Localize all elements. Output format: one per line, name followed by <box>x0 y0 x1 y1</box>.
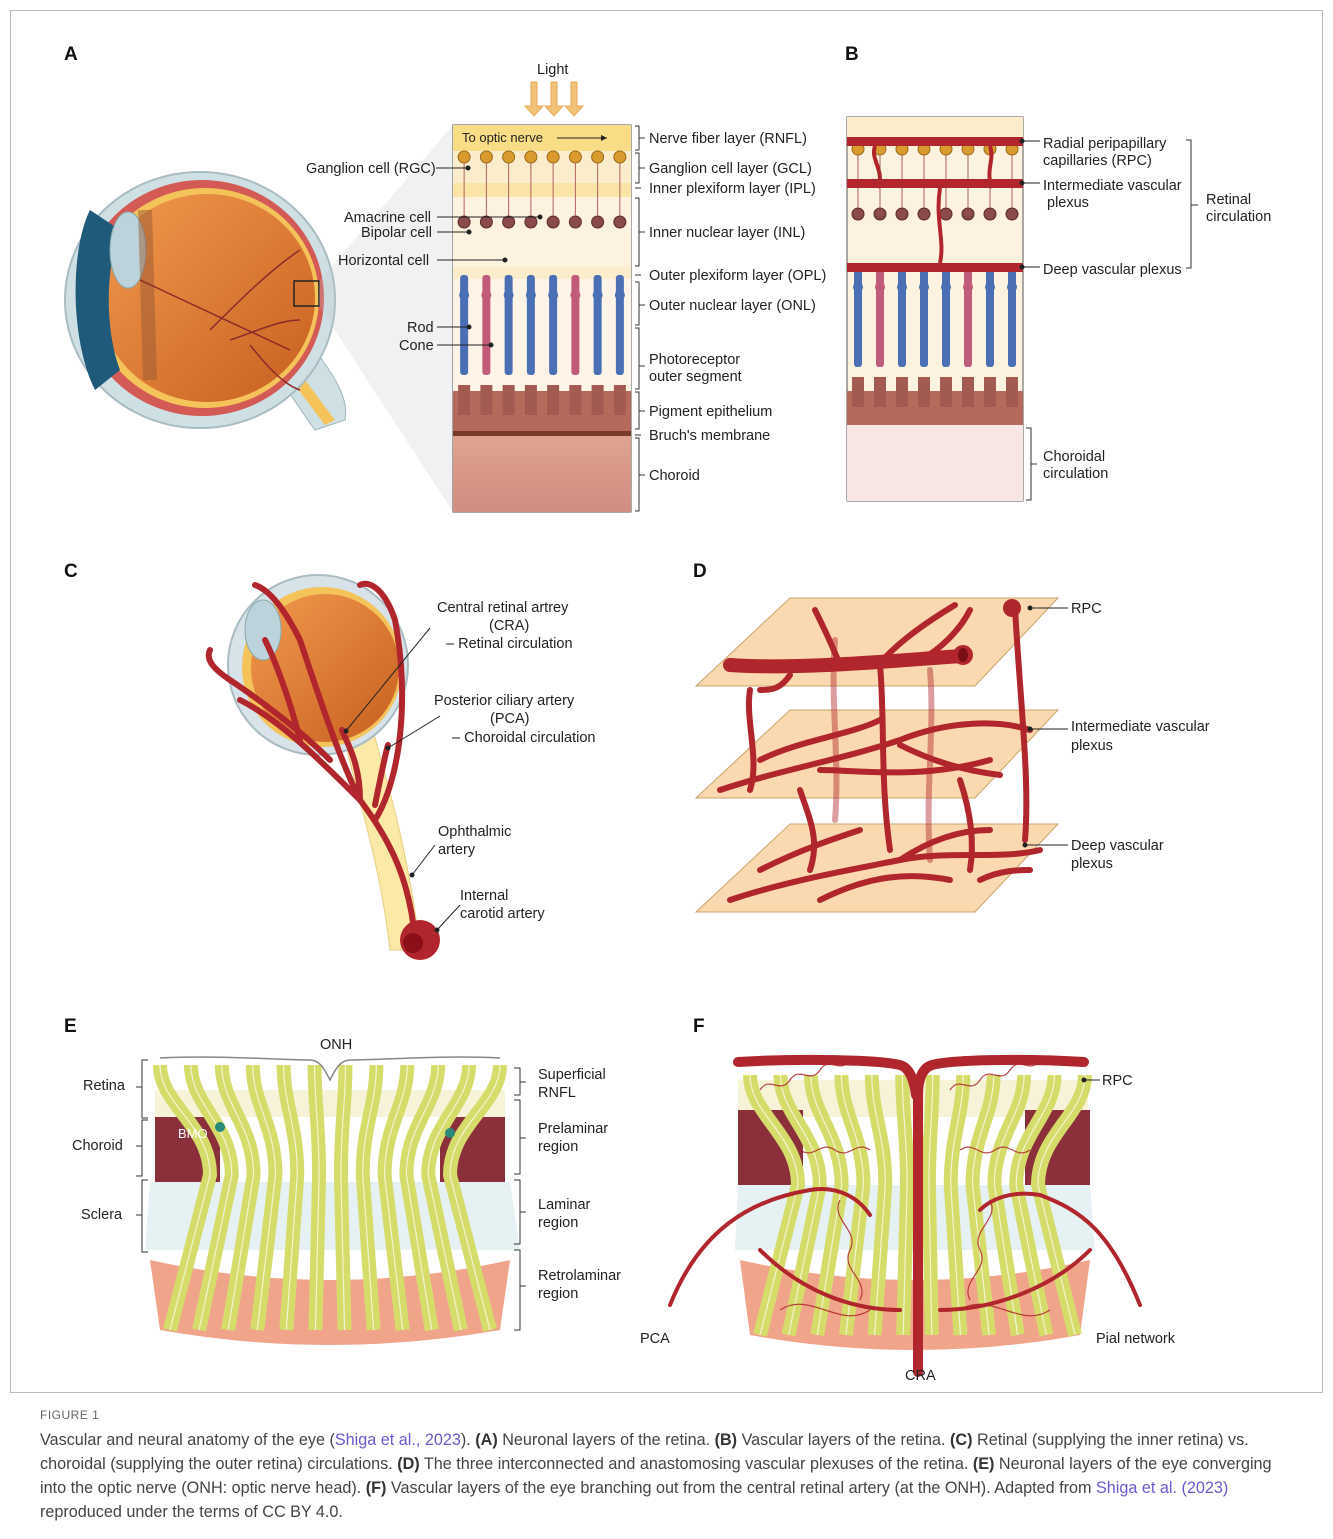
label-intermediate-b-2: plexus <box>1047 195 1089 211</box>
caption-text: Vascular layers of the retina. <box>737 1431 950 1449</box>
label-photoreceptor: Photoreceptor <box>649 352 740 368</box>
label-ophthalmic-2: artery <box>438 842 476 858</box>
label-deep-b: Deep vascular plexus <box>1043 262 1182 278</box>
caption-text: Vascular and neural anatomy of the eye ( <box>40 1431 335 1449</box>
label-laminar-2: region <box>538 1215 578 1231</box>
caption-bold: (A) <box>475 1431 497 1449</box>
eyeball-diagram <box>65 125 453 512</box>
label-retinal-circulation: Retinal <box>1206 192 1251 208</box>
caption-text: reproduced under the terms of CC BY 4.0. <box>40 1503 343 1521</box>
label-cra: Central retinal artrey <box>437 600 569 616</box>
panel-d-illustration: RPC Intermediate vascular plexus Deep va… <box>696 598 1210 912</box>
label-rnfl: Nerve fiber layer (RNFL) <box>649 131 807 147</box>
retina-layers-column: To optic nerve <box>453 125 631 512</box>
label-outer-segment: outer segment <box>649 369 742 385</box>
label-choroidal-circulation: Choroidal <box>1043 449 1105 465</box>
label-intermediate-d-2: plexus <box>1071 738 1113 754</box>
label-retrolaminar-2: region <box>538 1286 578 1302</box>
label-cone: Cone <box>399 338 434 354</box>
caption-bold: (C) <box>950 1431 972 1449</box>
figure-caption: Vascular and neural anatomy of the eye (… <box>40 1428 1295 1524</box>
label-sclera: Sclera <box>81 1207 123 1223</box>
label-retina: Retina <box>83 1078 126 1094</box>
panel-e-illustration: ONH Retina Choroid Sclera BMO Superficia… <box>72 1020 621 1382</box>
caption-text: The three interconnected and anastomosin… <box>420 1455 973 1473</box>
label-intermediate-d: Intermediate vascular <box>1071 719 1210 735</box>
caption-text: ). <box>461 1431 475 1449</box>
label-rpc-f: RPC <box>1102 1073 1133 1089</box>
label-pca-2: (PCA) <box>490 711 529 727</box>
label-internal-carotid-2: carotid artery <box>460 906 545 922</box>
label-rpc-d: RPC <box>1071 601 1102 617</box>
label-choroidal-circulation-2: circulation <box>1043 466 1108 482</box>
caption-bold: (B) <box>715 1431 737 1449</box>
label-bruchs-membrane: Bruch's membrane <box>649 428 770 444</box>
label-rpc-b-2: capillaries (RPC) <box>1043 153 1152 169</box>
label-pca: Posterior ciliary artery <box>434 693 575 709</box>
label-cra-2: (CRA) <box>489 618 529 634</box>
label-retrolaminar: Retrolaminar <box>538 1268 621 1284</box>
label-ophthalmic: Ophthalmic <box>438 824 511 840</box>
label-rpc-b: Radial peripapillary <box>1043 136 1167 152</box>
label-gcl: Ganglion cell layer (GCL) <box>649 161 812 177</box>
light-label: Light <box>537 62 568 78</box>
citation-link[interactable]: Shiga et al., 2023 <box>335 1431 461 1449</box>
label-cra-f: CRA <box>905 1368 936 1384</box>
label-pca-3: – Choroidal circulation <box>452 730 595 746</box>
caption-text: Neuronal layers of the retina. <box>498 1431 715 1449</box>
figure-illustration: Light To optic nerve Ganglion cell (RGC) <box>0 0 1333 1400</box>
label-deep-d: Deep vascular <box>1071 838 1164 854</box>
label-horizontal-cell: Horizontal cell <box>338 253 429 269</box>
panel-a-illustration: Light To optic nerve Ganglion cell (RGC) <box>65 62 826 512</box>
citation-link[interactable]: Shiga et al. (2023) <box>1096 1479 1228 1497</box>
label-onl: Outer nuclear layer (ONL) <box>649 298 816 314</box>
label-bipolar-cell: Bipolar cell <box>361 225 432 241</box>
caption-bold: (D) <box>397 1455 419 1473</box>
label-pigment-epithelium: Pigment epithelium <box>649 404 772 420</box>
label-prelaminar: Prelaminar <box>538 1121 608 1137</box>
label-ipl: Inner plexiform layer (IPL) <box>649 181 816 197</box>
to-optic-nerve-label: To optic nerve <box>462 130 543 145</box>
caption-text: Vascular layers of the eye branching out… <box>386 1479 1096 1497</box>
label-opl: Outer plexiform layer (OPL) <box>649 268 826 284</box>
panel-b-illustration: Radial peripapillary capillaries (RPC) I… <box>847 117 1271 501</box>
label-prelaminar-2: region <box>538 1139 578 1155</box>
label-cra-3: – Retinal circulation <box>446 636 573 652</box>
label-deep-d-2: plexus <box>1071 856 1113 872</box>
label-pca-f: PCA <box>640 1331 670 1347</box>
panel-a-right-labels: Nerve fiber layer (RNFL) Ganglion cell l… <box>635 126 826 511</box>
label-bmo: BMO <box>178 1126 208 1141</box>
label-rod: Rod <box>407 320 434 336</box>
label-superficial-rnfl-2: RNFL <box>538 1085 576 1101</box>
label-amacrine-cell: Amacrine cell <box>344 210 431 226</box>
label-choroid-e: Choroid <box>72 1138 123 1154</box>
label-onh: ONH <box>320 1037 352 1053</box>
label-intermediate-b: Intermediate vascular <box>1043 178 1182 194</box>
label-inl: Inner nuclear layer (INL) <box>649 225 805 241</box>
label-internal-carotid: Internal <box>460 888 508 904</box>
caption-bold: (F) <box>366 1479 387 1497</box>
label-retinal-circulation-2: circulation <box>1206 209 1271 225</box>
figure-number: FIGURE 1 <box>40 1408 99 1422</box>
label-laminar: Laminar <box>538 1197 591 1213</box>
label-choroid: Choroid <box>649 468 700 484</box>
label-pial-network: Pial network <box>1096 1331 1176 1347</box>
label-superficial-rnfl: Superficial <box>538 1067 606 1083</box>
caption-bold: (E) <box>973 1455 995 1473</box>
label-ganglion-cell: Ganglion cell (RGC) <box>306 161 436 177</box>
panel-f-illustration: RPC PCA CRA Pial network <box>640 1060 1176 1384</box>
panel-c-illustration: Central retinal artrey (CRA) – Retinal c… <box>209 575 596 960</box>
light-arrows-icon <box>525 82 583 116</box>
